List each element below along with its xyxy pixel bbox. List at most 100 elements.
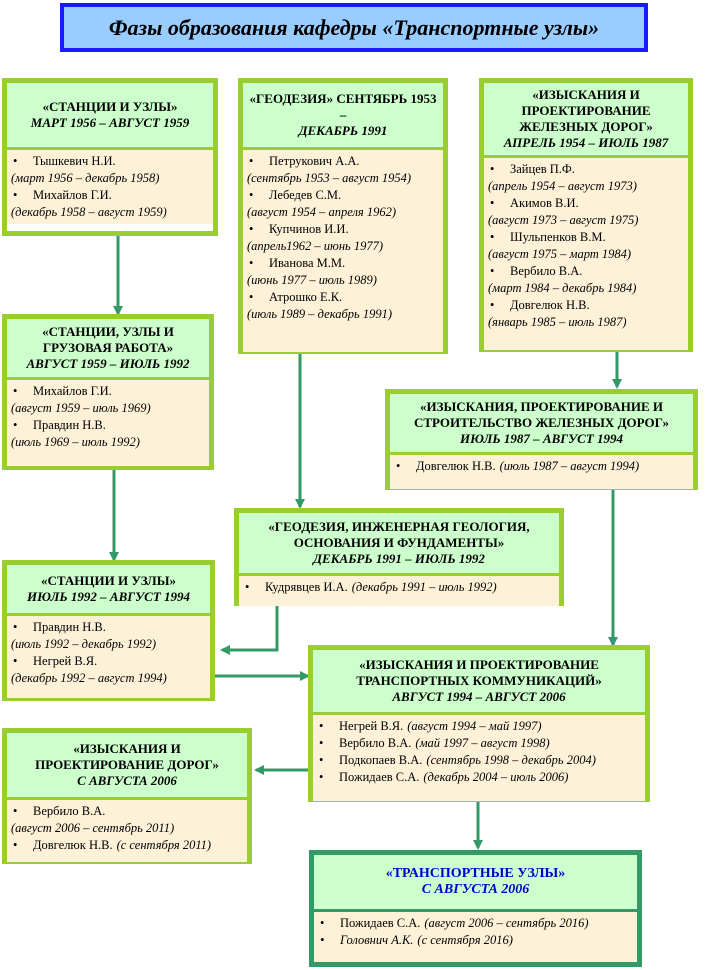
phase-geodesy-geology-1991: «ГЕОДЕЗИЯ, ИНЖЕНЕРНАЯ ГЕОЛОГИЯ, ОСНОВАНИ… xyxy=(234,508,564,606)
person-entry: Пожидаев С.А.(декабрь 2004 – июль 2006) xyxy=(317,769,641,786)
person-period: (январь 1985 – июль 1987) xyxy=(488,315,627,329)
phase-name: «ГЕОДЕЗИЯ, ИНЖЕНЕРНАЯ ГЕОЛОГИЯ, ОСНОВАНИ… xyxy=(268,519,530,550)
person-name: Купчинов И.И. xyxy=(247,222,349,236)
person-period: (август 2006 – сентябрь 2011) xyxy=(11,821,175,835)
person-period: (май 1997 – август 1998) xyxy=(415,736,550,750)
phase-name: «ИЗЫСКАНИЯ И ПРОЕКТИРОВАНИЕ ДОРОГ» xyxy=(35,741,219,772)
person-entry: Михайлов Г.И. (декабрь 1958 – август 1959… xyxy=(11,187,209,221)
phase-name: «СТАНЦИИ, УЗЛЫ И ГРУЗОВАЯ РАБОТА» xyxy=(42,324,174,355)
phase-people: Михайлов Г.И. (август 1959 – июль 1969) П… xyxy=(7,380,209,466)
person-period: (март 1984 – декабрь 1984) xyxy=(488,281,637,295)
phase-survey-construction-1987: «ИЗЫСКАНИЯ, ПРОЕКТИРОВАНИЕ И СТРОИТЕЛЬСТ… xyxy=(385,389,698,490)
phase-header: «СТАНЦИИ И УЗЛЫ» ИЮЛЬ 1992 – АВГУСТ 1994 xyxy=(7,565,210,616)
person-name: Михайлов Г.И. xyxy=(11,188,112,202)
person-entry: Негрей В.Я. (декабрь 1992 – август 1994) xyxy=(11,653,206,687)
phase-transport-nodes-2006: «ТРАНСПОРТНЫЕ УЗЛЫ» С АВГУСТА 2006 Пожид… xyxy=(309,850,642,967)
phase-geodesy-1953: «ГЕОДЕЗИЯ» СЕНТЯБРЬ 1953 – ДЕКАБРЬ 1991 … xyxy=(238,78,448,354)
person-period: (сентябрь 1953 – август 1954) xyxy=(247,171,412,185)
person-name: Шульпенков В.М. xyxy=(488,230,606,244)
phase-people: Пожидаев С.А.(август 2006 – сентябрь 201… xyxy=(314,912,637,962)
phase-name: «ГЕОДЕЗИЯ» СЕНТЯБРЬ 1953 – xyxy=(249,91,437,122)
person-name: Михайлов Г.И. xyxy=(11,384,112,398)
phase-period: АВГУСТ 1959 – ИЮЛЬ 1992 xyxy=(26,356,190,371)
person-name: Иванова М.М. xyxy=(247,256,345,270)
person-period: (апрель 1954 – август 1973) xyxy=(488,179,637,193)
phase-people: Довгелюк Н.В.(июль 1987 – август 1994) xyxy=(390,455,693,489)
person-period: (август 1959 – июль 1969) xyxy=(11,401,151,415)
person-name: Акимов В.И. xyxy=(488,196,579,210)
person-entry: Купчинов И.И. (апрель1962 – июнь 1977) xyxy=(247,221,439,255)
person-entry: Зайцев П.Ф. (апрель 1954 – август 1973) xyxy=(488,161,684,195)
phase-period: АПРЕЛЬ 1954 – ИЮЛЬ 1987 xyxy=(503,135,669,150)
person-name: Вербило В.А. xyxy=(11,804,105,818)
person-entry: Подкопаев В.А. (сентябрь 1998 – декабрь 2… xyxy=(317,752,641,769)
person-entry: Атрошко Е.К. (июль 1989 – декабрь 1991) xyxy=(247,289,439,323)
person-name: Пожидаев С.А. xyxy=(317,770,419,784)
phase-header: «ГЕОДЕЗИЯ, ИНЖЕНЕРНАЯ ГЕОЛОГИЯ, ОСНОВАНИ… xyxy=(239,513,559,576)
person-entry: Шульпенков В.М.(август 1975 – март 1984) xyxy=(488,229,684,263)
person-name: Зайцев П.Ф. xyxy=(488,162,575,176)
person-name: Довгелюк Н.В. xyxy=(394,459,496,473)
diagram-title: Фазы образования кафедры «Транспортные у… xyxy=(60,3,648,52)
person-name: Негрей В.Я. xyxy=(11,654,97,668)
person-entry: Лебедев С.М. (август 1954 – апреля 1962) xyxy=(247,187,439,221)
phase-people: Петрукович А.А. (сентябрь 1953 – август 1… xyxy=(243,150,443,352)
person-entry: Довгелюк Н.В.(с сентября 2011) xyxy=(11,837,243,854)
phase-stations-1992: «СТАНЦИИ И УЗЛЫ» ИЮЛЬ 1992 – АВГУСТ 1994… xyxy=(2,560,215,701)
phase-people: Тышкевич Н.И.(март 1956 – декабрь 1958) … xyxy=(7,150,213,224)
person-entry: Михайлов Г.И. (август 1959 – июль 1969) xyxy=(11,383,205,417)
phase-period: ИЮЛЬ 1992 – АВГУСТ 1994 xyxy=(26,589,191,604)
phase-header: «СТАНЦИИ, УЗЛЫ И ГРУЗОВАЯ РАБОТА» АВГУСТ… xyxy=(7,319,209,380)
person-entry: Довгелюк Н.В.(июль 1987 – август 1994) xyxy=(394,458,689,475)
person-name: Вербило В.А. xyxy=(488,264,582,278)
person-period: (с сентября 2016) xyxy=(417,933,513,947)
person-period: (июнь 1977 – июль 1989) xyxy=(247,273,377,287)
person-name: Вербило В.А. xyxy=(317,736,411,750)
phase-survey-transport-1994: «ИЗЫСКАНИЯ И ПРОЕКТИРОВАНИЕ ТРАНСПОРТНЫХ… xyxy=(308,645,650,802)
person-period: (август 1954 – апреля 1962) xyxy=(247,205,396,219)
person-entry: Головнич А.К. (с сентября 2016) xyxy=(318,932,633,949)
person-name: Атрошко Е.К. xyxy=(247,290,342,304)
person-period: (апрель1962 – июнь 1977) xyxy=(247,239,384,253)
person-name: Кудрявцев И.А. xyxy=(243,580,348,594)
person-period: (с сентября 2011) xyxy=(116,838,212,852)
person-entry: Вербило В.А. (август 2006 – сентябрь 2011… xyxy=(11,803,243,837)
person-period: (июль 1989 – декабрь 1991) xyxy=(247,307,393,321)
person-period: (март 1956 – декабрь 1958) xyxy=(11,171,160,185)
person-period: (сентябрь 1998 – декабрь 2004) xyxy=(426,753,596,767)
phase-period: МАРТ 1956 – АВГУСТ 1959 xyxy=(30,115,190,130)
person-period: (июль 1992 – декабрь 1992) xyxy=(11,637,157,651)
person-name: Негрей В.Я. xyxy=(317,719,403,733)
phase-header: «ТРАНСПОРТНЫЕ УЗЛЫ» С АВГУСТА 2006 xyxy=(314,855,637,912)
person-entry: Пожидаев С.А.(август 2006 – сентябрь 201… xyxy=(318,915,633,932)
person-name: Лебедев С.М. xyxy=(247,188,341,202)
person-entry: Кудрявцев И.А.(декабрь 1991 – июль 1992) xyxy=(243,579,555,596)
phase-survey-rail-1954: «ИЗЫСКАНИЯ И ПРОЕКТИРОВАНИЕ ЖЕЛЕЗНЫХ ДОР… xyxy=(479,78,693,352)
person-period: (август 1973 – август 1975) xyxy=(488,213,639,227)
person-entry: Вербило В.А. (май 1997 – август 1998) xyxy=(317,735,641,752)
phase-header: «ИЗЫСКАНИЯ И ПРОЕКТИРОВАНИЕ ДОРОГ» С АВГ… xyxy=(7,733,247,800)
person-entry: Правдин Н.В.(июль 1969 – июль 1992) xyxy=(11,417,205,451)
person-name: Петрукович А.А. xyxy=(247,154,360,168)
person-name: Пожидаев С.А. xyxy=(318,916,420,930)
phase-name: «ИЗЫСКАНИЯ, ПРОЕКТИРОВАНИЕ И СТРОИТЕЛЬСТ… xyxy=(413,399,670,430)
person-period: (декабрь 1991 – июль 1992) xyxy=(351,580,497,594)
phase-name: «СТАНЦИИ И УЗЛЫ» xyxy=(42,99,178,114)
person-name: Подкопаев В.А. xyxy=(317,753,422,767)
person-period: (декабрь 1958 – август 1959) xyxy=(11,205,167,219)
phase-header: «ГЕОДЕЗИЯ» СЕНТЯБРЬ 1953 – ДЕКАБРЬ 1991 xyxy=(243,83,443,150)
person-period: (декабрь 1992 – август 1994) xyxy=(11,671,167,685)
person-entry: Правдин Н.В. (июль 1992 – декабрь 1992) xyxy=(11,619,206,653)
phase-header: «ИЗЫСКАНИЯ И ПРОЕКТИРОВАНИЕ ЖЕЛЕЗНЫХ ДОР… xyxy=(484,83,688,158)
phase-period: С АВГУСТА 2006 xyxy=(77,773,177,788)
phase-period: ИЮЛЬ 1987 – АВГУСТ 1994 xyxy=(459,431,624,446)
phase-stations-1956: «СТАНЦИИ И УЗЛЫ» МАРТ 1956 – АВГУСТ 1959… xyxy=(2,78,218,236)
person-name: Головнич А.К. xyxy=(318,933,413,947)
phase-name: «ТРАНСПОРТНЫЕ УЗЛЫ» xyxy=(385,866,566,881)
person-name: Правдин Н.В. xyxy=(11,620,106,634)
phase-period: ДЕКАБРЬ 1991 xyxy=(298,123,388,138)
phase-period: ДЕКАБРЬ 1991 – ИЮЛЬ 1992 xyxy=(313,551,485,566)
person-entry: Петрукович А.А. (сентябрь 1953 – август 1… xyxy=(247,153,439,187)
person-name: Довгелюк Н.В. xyxy=(488,298,590,312)
